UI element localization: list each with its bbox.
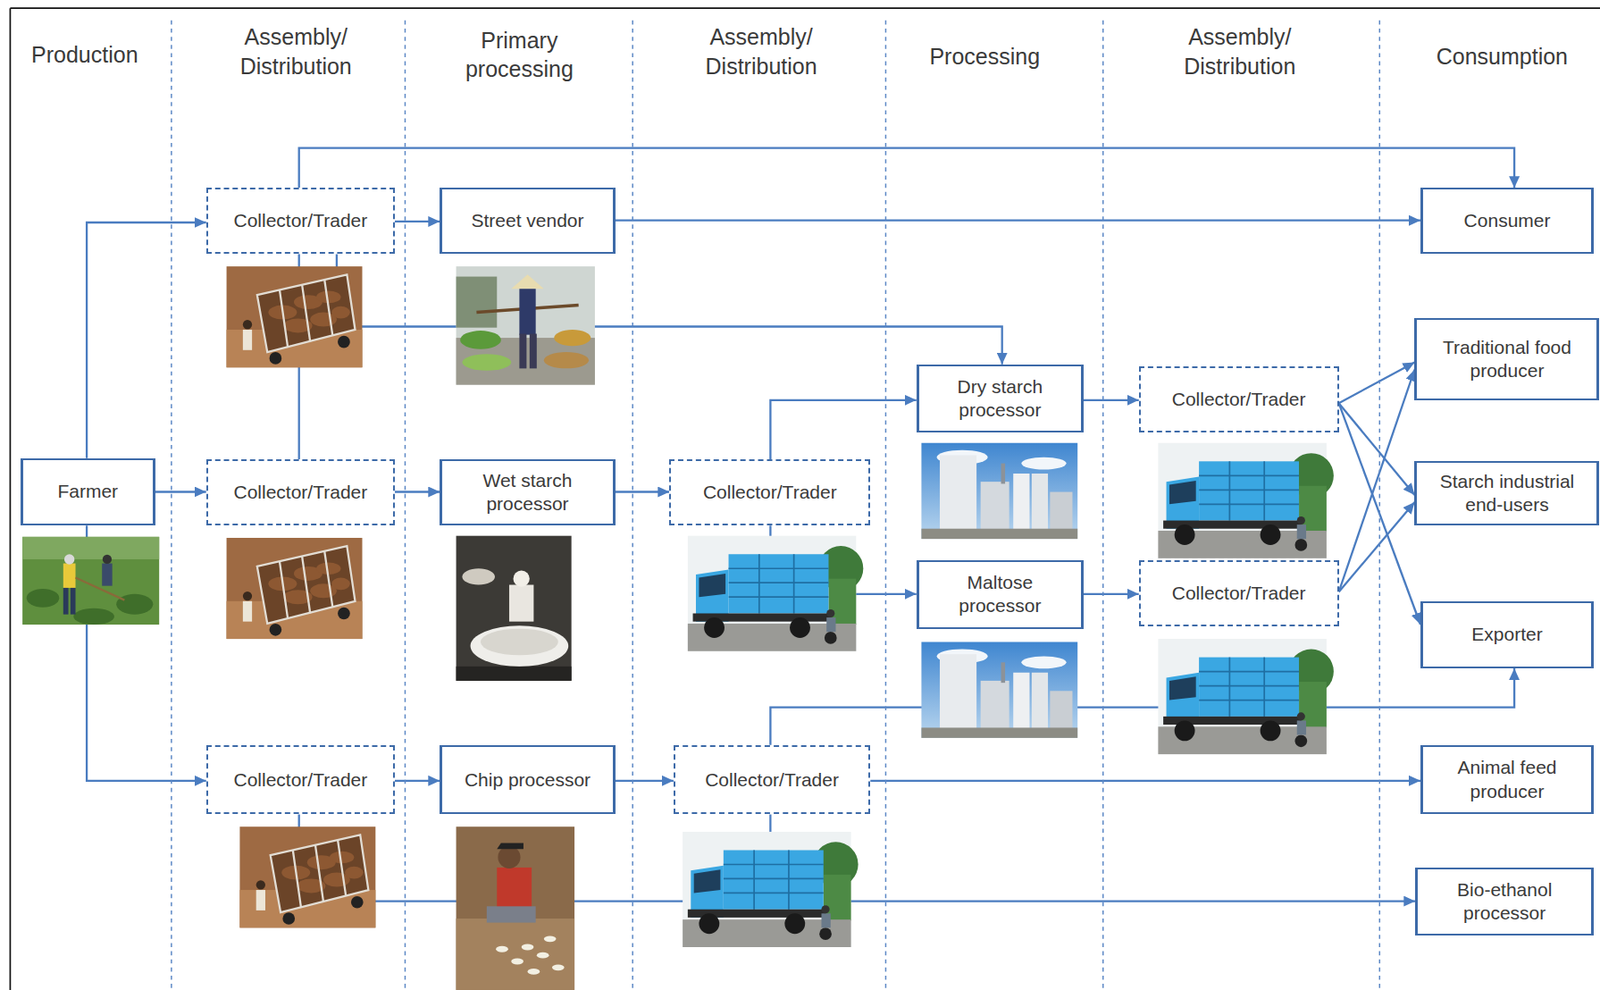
column-header: Processing (929, 41, 1040, 72)
process-box: Exporter (1420, 601, 1594, 669)
blue-truck-photo (1157, 638, 1333, 754)
process-box: Chip processor (439, 745, 615, 815)
flow-arrow (615, 219, 1421, 222)
node-text: Chip processor (464, 768, 591, 792)
column-header: Assembly/ Distribution (217, 22, 375, 81)
node-text: Wet starch processor (458, 469, 597, 517)
flow-arrow (1339, 369, 1416, 593)
process-box: Animal feed producer (1420, 745, 1594, 815)
process-box: Bio-ethanol processor (1415, 867, 1594, 937)
process-box: Maltose processor (916, 560, 1084, 629)
blue-truck-photo (1157, 443, 1333, 559)
flow-arrow (155, 490, 207, 493)
node-text: Exporter (1471, 622, 1542, 646)
flow-arrow (299, 148, 1515, 189)
flow-arrow (86, 222, 207, 459)
column-header: Assembly/ Distribution (1161, 22, 1318, 81)
wet-starch-photo (456, 536, 572, 681)
flow-arrow (870, 779, 1421, 782)
node-text: Consumer (1464, 209, 1551, 233)
column-header: Production (31, 39, 139, 69)
frame (9, 8, 1600, 990)
leader-line (769, 814, 771, 835)
process-box: Street vendor (439, 187, 615, 254)
flow-arrow (394, 220, 440, 223)
cassava-truck-photo (226, 266, 363, 368)
node-text: Bio-ethanol processor (1435, 878, 1575, 926)
cassava-truck-photo (239, 826, 376, 928)
flow-arrow (1339, 362, 1416, 404)
column-header: Assembly/ Distribution (683, 22, 840, 81)
node-text: Animal feed producer (1438, 755, 1577, 804)
node-text: Farmer (57, 479, 118, 503)
process-box: Wet starch processor (439, 459, 615, 526)
process-box: Starch industrial end-users (1414, 460, 1600, 526)
trader-box: Collector/Trader (206, 459, 395, 526)
node-text: Traditional food producer (1424, 335, 1590, 384)
flow-arrow (770, 668, 1515, 746)
factory-photo (921, 443, 1078, 539)
flow-arrow (615, 490, 671, 493)
factory-photo (921, 641, 1078, 738)
process-box: Dry starch processor (916, 364, 1084, 434)
trader-box: Collector/Trader (206, 187, 395, 254)
street-vendor-photo (456, 266, 595, 385)
column-divider (171, 20, 1380, 990)
flow-arrow (1083, 399, 1140, 402)
node-text: Collector/Trader (233, 209, 368, 233)
flow-arrow (770, 400, 916, 460)
blue-truck-photo (682, 831, 858, 947)
farmer-photo (22, 536, 160, 625)
node-text: Street vendor (470, 209, 584, 233)
chip-processor-photo (456, 826, 575, 990)
node-text: Maltose processor (941, 570, 1058, 619)
trader-box: Collector/Trader (206, 745, 395, 815)
trader-box: Collector/Trader (1139, 366, 1340, 433)
column-header: Primary processing (441, 25, 598, 84)
blue-truck-photo (687, 536, 863, 652)
cassava-truck-photo (226, 537, 363, 639)
node-text: Starch industrial end-users (1424, 469, 1590, 518)
flow-arrow (1339, 502, 1416, 593)
process-box: Traditional food producer (1414, 318, 1600, 400)
flow-arrow (615, 779, 674, 782)
trader-box: Collector/Trader (669, 459, 871, 526)
node-text: Collector/Trader (233, 768, 368, 792)
flow-arrow (336, 253, 1003, 364)
flow-arrow (394, 779, 440, 782)
column-header: Consumption (1436, 41, 1568, 72)
process-box: Farmer (20, 458, 156, 526)
node-text: Collector/Trader (233, 480, 368, 504)
process-box: Consumer (1420, 187, 1594, 254)
flow-arrow (394, 490, 440, 493)
trader-box: Collector/Trader (673, 745, 871, 815)
node-text: Dry starch processor (930, 375, 1070, 423)
node-text: Collector/Trader (1172, 387, 1307, 411)
node-text: Collector/Trader (704, 768, 839, 792)
node-text: Collector/Trader (703, 480, 838, 504)
node-text: Collector/Trader (1172, 581, 1307, 605)
flow-arrow (1083, 593, 1140, 595)
trader-box: Collector/Trader (1139, 560, 1340, 627)
